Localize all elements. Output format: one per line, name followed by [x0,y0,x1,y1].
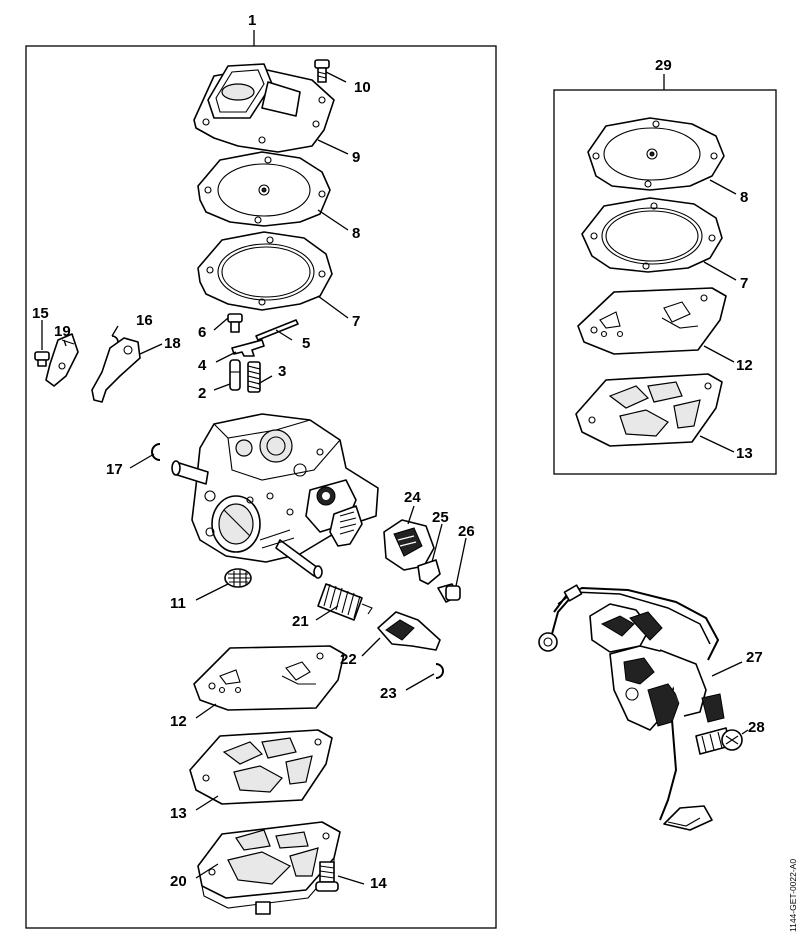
screw-part-26 [437,583,461,603]
callout-16: 16 [136,312,153,329]
callout-22: 22 [340,651,357,668]
main-group-frame [25,45,497,929]
inlet-needle-part-2 [229,359,241,391]
callout-2: 2 [198,385,206,402]
callout-24: 24 [404,489,421,506]
lever-part-22 [377,611,441,651]
screw-part-28 [695,727,743,755]
e-clip-part-23 [435,663,444,679]
kit-gasket-part-7 [581,197,723,273]
callout-18: 18 [164,335,181,352]
pump-cover-part-20 [197,821,341,915]
callout-25: 25 [432,509,449,526]
kit-group-frame [553,89,777,475]
carburetor-body [171,413,379,579]
screw-part-15 [34,351,50,367]
carburetor-cover-part-9 [193,63,335,153]
callout-19: 19 [54,323,71,340]
strainer-part-11 [224,568,252,588]
spring-part-21 [317,583,373,621]
spring-part-3 [247,361,261,393]
callout-8: 8 [352,225,360,242]
leader-lines [41,71,749,885]
gasket-part-7 [197,231,333,311]
callout-13: 13 [170,805,187,822]
callout-11: 11 [170,595,186,612]
callout-kit-7: 7 [740,275,748,292]
screw-part-10 [314,59,330,83]
pump-part-24 [383,519,435,571]
lever-arm-part-18 [91,337,141,403]
drawing-reference-code: 1144-GET-0022-A0 [788,859,798,932]
callout-23: 23 [380,685,397,702]
screw-part-14 [315,861,339,892]
callout-17: 17 [106,461,123,478]
callout-15: 15 [32,305,49,322]
callout-kit-13: 13 [736,445,753,462]
callout-29: 29 [655,57,672,74]
metering-plate-part-12 [193,645,345,711]
kit-diaphragm-part-8 [587,117,725,191]
callout-1: 1 [248,12,256,29]
callout-labels: 1 10 9 8 7 15 16 19 18 6 5 4 3 2 17 24 2… [32,12,765,892]
callout-14: 14 [370,875,387,892]
callout-9: 9 [352,149,360,166]
diaphragm-part-8 [197,151,331,227]
callout-4: 4 [198,357,207,374]
screw-part-6 [227,313,243,333]
callout-28: 28 [748,719,765,736]
callout-27: 27 [746,649,763,666]
wiring-harness-part-27 [538,584,725,831]
callout-20: 20 [170,873,187,890]
e-clip-part-17 [151,443,161,461]
callout-26: 26 [458,523,475,540]
callout-6: 6 [198,324,206,341]
inlet-lever-part-4 [231,339,265,357]
callout-21: 21 [292,613,309,630]
kit-gasket-part-13 [575,373,723,447]
lever-part-19 [45,333,79,387]
callout-5: 5 [302,335,310,352]
callout-10: 10 [354,79,371,96]
kit-metering-plate-part-12 [577,287,727,355]
clip-part-25 [417,559,441,585]
callout-kit-8: 8 [740,189,748,206]
callout-kit-12: 12 [736,357,753,374]
gasket-part-13 [189,729,333,805]
callout-3: 3 [278,363,286,380]
callout-7: 7 [352,313,360,330]
callout-12: 12 [170,713,187,730]
